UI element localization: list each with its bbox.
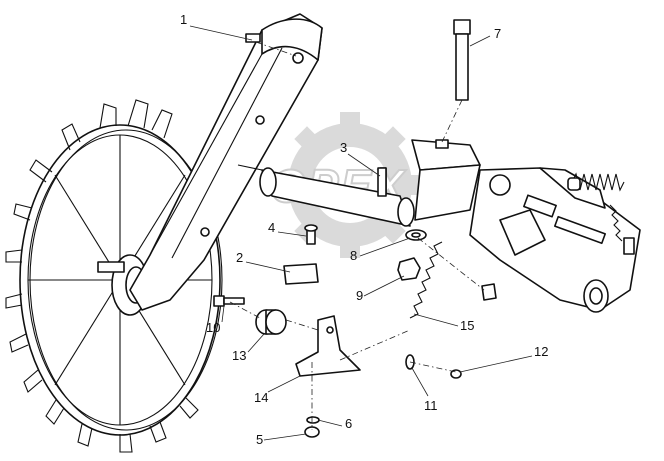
callout-5: 5 bbox=[256, 432, 307, 447]
callout-6: 6 bbox=[317, 416, 352, 431]
mount-bracket bbox=[411, 139, 481, 221]
callout-4: 4 bbox=[268, 220, 307, 237]
nut-9 bbox=[397, 257, 421, 281]
pin-4 bbox=[304, 224, 318, 245]
chain-case-arm bbox=[129, 13, 323, 311]
callout-label-2: 2 bbox=[236, 250, 243, 265]
shaft-tube bbox=[237, 164, 415, 227]
bolt-10 bbox=[213, 295, 245, 307]
callout-label-6: 6 bbox=[345, 416, 352, 431]
shoe-14 bbox=[295, 315, 361, 377]
callout-label-1: 1 bbox=[180, 12, 187, 27]
bolt-3 bbox=[377, 167, 387, 197]
clip-plate bbox=[481, 283, 497, 301]
nut-5 bbox=[304, 426, 320, 438]
long-bolt bbox=[453, 19, 471, 101]
callout-label-10: 10 bbox=[206, 320, 220, 335]
callout-label-15: 15 bbox=[460, 318, 474, 333]
callout-13: 13 bbox=[232, 333, 265, 363]
callout-label-13: 13 bbox=[232, 348, 246, 363]
roller-13 bbox=[255, 309, 287, 335]
callout-7: 7 bbox=[469, 26, 501, 47]
callout-14: 14 bbox=[254, 375, 301, 405]
rear-frame bbox=[469, 167, 641, 313]
callout-label-9: 9 bbox=[356, 288, 363, 303]
callout-3: 3 bbox=[340, 140, 381, 177]
callout-label-7: 7 bbox=[494, 26, 501, 41]
spring-15 bbox=[409, 241, 443, 319]
callout-11: 11 bbox=[411, 367, 438, 413]
callout-label-8: 8 bbox=[350, 248, 357, 263]
callout-8: 8 bbox=[350, 237, 411, 263]
washer-6 bbox=[306, 416, 320, 424]
callout-label-11: 11 bbox=[424, 398, 438, 413]
top-spring bbox=[567, 172, 625, 192]
callout-label-14: 14 bbox=[254, 390, 268, 405]
chain bbox=[609, 204, 635, 255]
callout-15: 15 bbox=[413, 313, 474, 333]
nut-12 bbox=[450, 369, 462, 379]
callout-label-4: 4 bbox=[268, 220, 275, 235]
callout-10: 10 bbox=[206, 305, 225, 335]
callout-label-12: 12 bbox=[534, 344, 548, 359]
plate-2 bbox=[283, 263, 319, 285]
callout-1: 1 bbox=[180, 12, 253, 41]
spiked-wheel bbox=[5, 99, 223, 453]
callout-9: 9 bbox=[356, 275, 405, 303]
washer-8 bbox=[405, 229, 427, 241]
callout-label-3: 3 bbox=[340, 140, 347, 155]
assembly-axes bbox=[229, 41, 485, 430]
callout-2: 2 bbox=[236, 250, 291, 273]
callout-12: 12 bbox=[459, 344, 548, 373]
callout-label-5: 5 bbox=[256, 432, 263, 447]
